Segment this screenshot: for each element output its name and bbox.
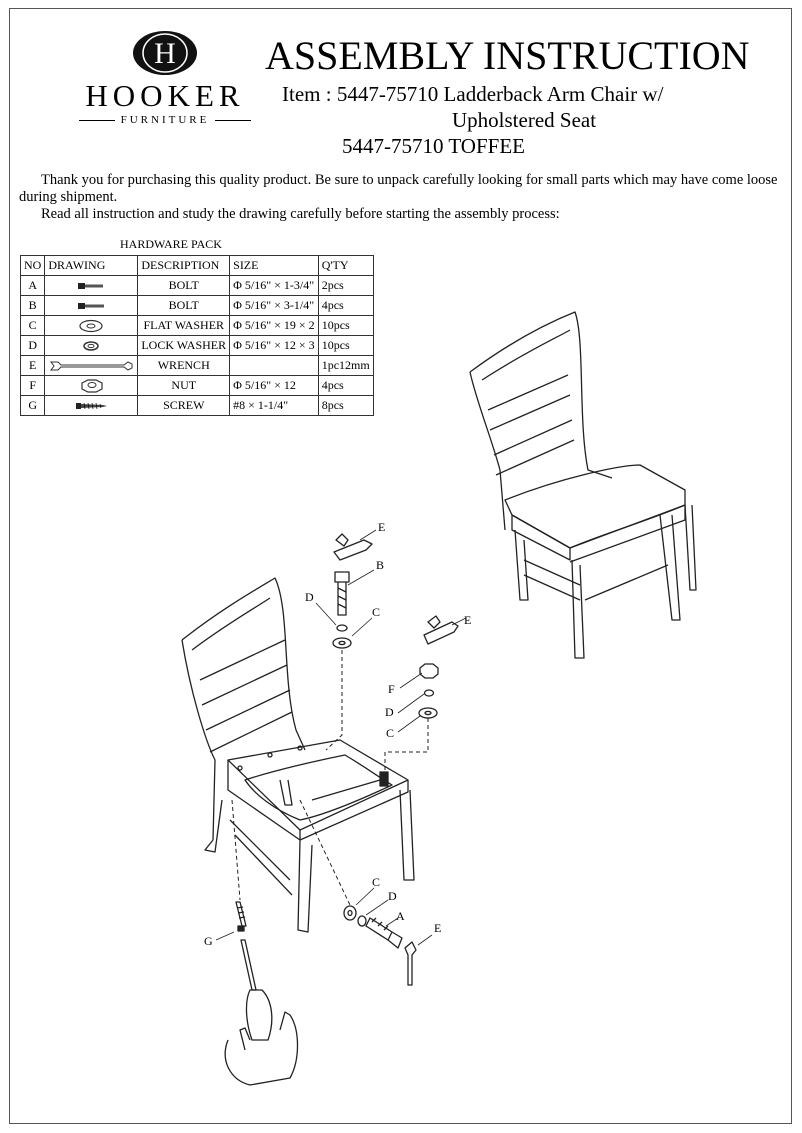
assembled-chair-illustration bbox=[469, 311, 697, 659]
row-drawing bbox=[44, 395, 139, 416]
hardware-row: A BOLT Φ 5/16" × 1-3/4" 2pcs bbox=[19, 275, 374, 296]
callout-d-top: D bbox=[305, 590, 314, 604]
intro-text: Thank you for purchasing this quality pr… bbox=[19, 172, 779, 223]
brand-name: HOOKER bbox=[85, 78, 245, 113]
row-desc: FLAT WASHER bbox=[137, 315, 231, 336]
item-line-3: 5447-75710 TOFFEE bbox=[342, 134, 525, 158]
right-fastener-group bbox=[418, 615, 459, 719]
callout-e-top: E bbox=[378, 520, 385, 534]
wrench-icon bbox=[50, 360, 133, 371]
lock-washer-icon bbox=[83, 340, 100, 351]
screw-icon bbox=[76, 402, 108, 409]
intro-paragraph-1: Thank you for purchasing this quality pr… bbox=[19, 172, 778, 205]
row-size: #8 × 1-1/4" bbox=[229, 395, 319, 416]
brand-sub: FURNITURE bbox=[70, 114, 260, 126]
col-no: NO bbox=[19, 255, 46, 276]
item-line-2: Upholstered Seat bbox=[452, 108, 597, 132]
hardware-row: F NUT Φ 5/16" × 12 4pcs bbox=[19, 375, 374, 396]
assembly-guide-lines bbox=[231, 650, 429, 906]
hardware-row: B BOLT Φ 5/16" × 3-1/4" 4pcs bbox=[19, 295, 374, 316]
bolt-short-icon bbox=[78, 282, 104, 289]
callout-e-right: E bbox=[464, 613, 471, 627]
row-drawing bbox=[44, 355, 139, 376]
flat-washer-icon bbox=[79, 319, 103, 332]
row-size: Φ 5/16" × 3-1/4" bbox=[229, 295, 319, 316]
page-frame bbox=[9, 8, 792, 1124]
hardware-row: G SCREW #8 × 1-1/4" 8pcs bbox=[19, 395, 374, 416]
col-description: DESCRIPTION bbox=[137, 255, 231, 276]
bolt-long-icon bbox=[78, 302, 105, 309]
row-qty: 8pcs bbox=[317, 395, 374, 416]
row-desc: LOCK WASHER bbox=[137, 335, 231, 356]
exploded-chair-illustration bbox=[181, 577, 415, 933]
hardware-table: NO DRAWING DESCRIPTION SIZE Q'TY A BOLT … bbox=[19, 255, 374, 416]
hardware-pack-title: HARDWARE PACK bbox=[120, 237, 222, 251]
page-title: ASSEMBLY INSTRUCTION bbox=[265, 33, 750, 78]
brand-sub-text: FURNITURE bbox=[120, 114, 210, 126]
hooker-logo: H HOOKER FURNITURE bbox=[70, 30, 260, 140]
monogram-letter: H bbox=[154, 37, 176, 70]
callout-labels: E B D C E F D C C D A E G bbox=[204, 520, 471, 948]
row-qty: 1pc12mm bbox=[317, 355, 374, 376]
callout-c-right: C bbox=[386, 726, 394, 740]
screwdriver-illustration bbox=[224, 901, 299, 1086]
callout-leaders bbox=[215, 529, 467, 946]
hardware-row: C FLAT WASHER Φ 5/16" × 19 × 2 10pcs bbox=[19, 315, 374, 336]
callout-e-bottom: E bbox=[434, 921, 441, 935]
row-desc: SCREW bbox=[137, 395, 231, 416]
row-drawing bbox=[44, 315, 139, 336]
callout-c-bottom: C bbox=[372, 875, 380, 889]
row-size: Φ 5/16" × 19 × 2 bbox=[229, 315, 319, 336]
row-size: Φ 5/16" × 1-3/4" bbox=[229, 275, 319, 296]
bottom-fastener-group bbox=[343, 905, 417, 986]
callout-c-top: C bbox=[372, 605, 380, 619]
top-fastener-group bbox=[332, 533, 373, 649]
callout-g: G bbox=[204, 934, 213, 948]
nut-icon bbox=[81, 378, 103, 393]
intro-paragraph-2: Read all instruction and study the drawi… bbox=[41, 206, 560, 222]
callout-a: A bbox=[396, 909, 405, 923]
callout-d-right: D bbox=[385, 705, 394, 719]
row-no: G bbox=[19, 395, 46, 416]
callout-d-bottom: D bbox=[388, 889, 397, 903]
row-qty: 4pcs bbox=[317, 295, 374, 316]
monogram-logo-icon: H bbox=[133, 31, 197, 75]
callout-b: B bbox=[376, 558, 384, 572]
callout-f: F bbox=[388, 682, 395, 696]
col-drawing: DRAWING bbox=[44, 255, 139, 276]
item-line-1: Item : 5447-75710 Ladderback Arm Chair w… bbox=[282, 82, 664, 106]
row-qty: 2pcs bbox=[317, 275, 374, 296]
